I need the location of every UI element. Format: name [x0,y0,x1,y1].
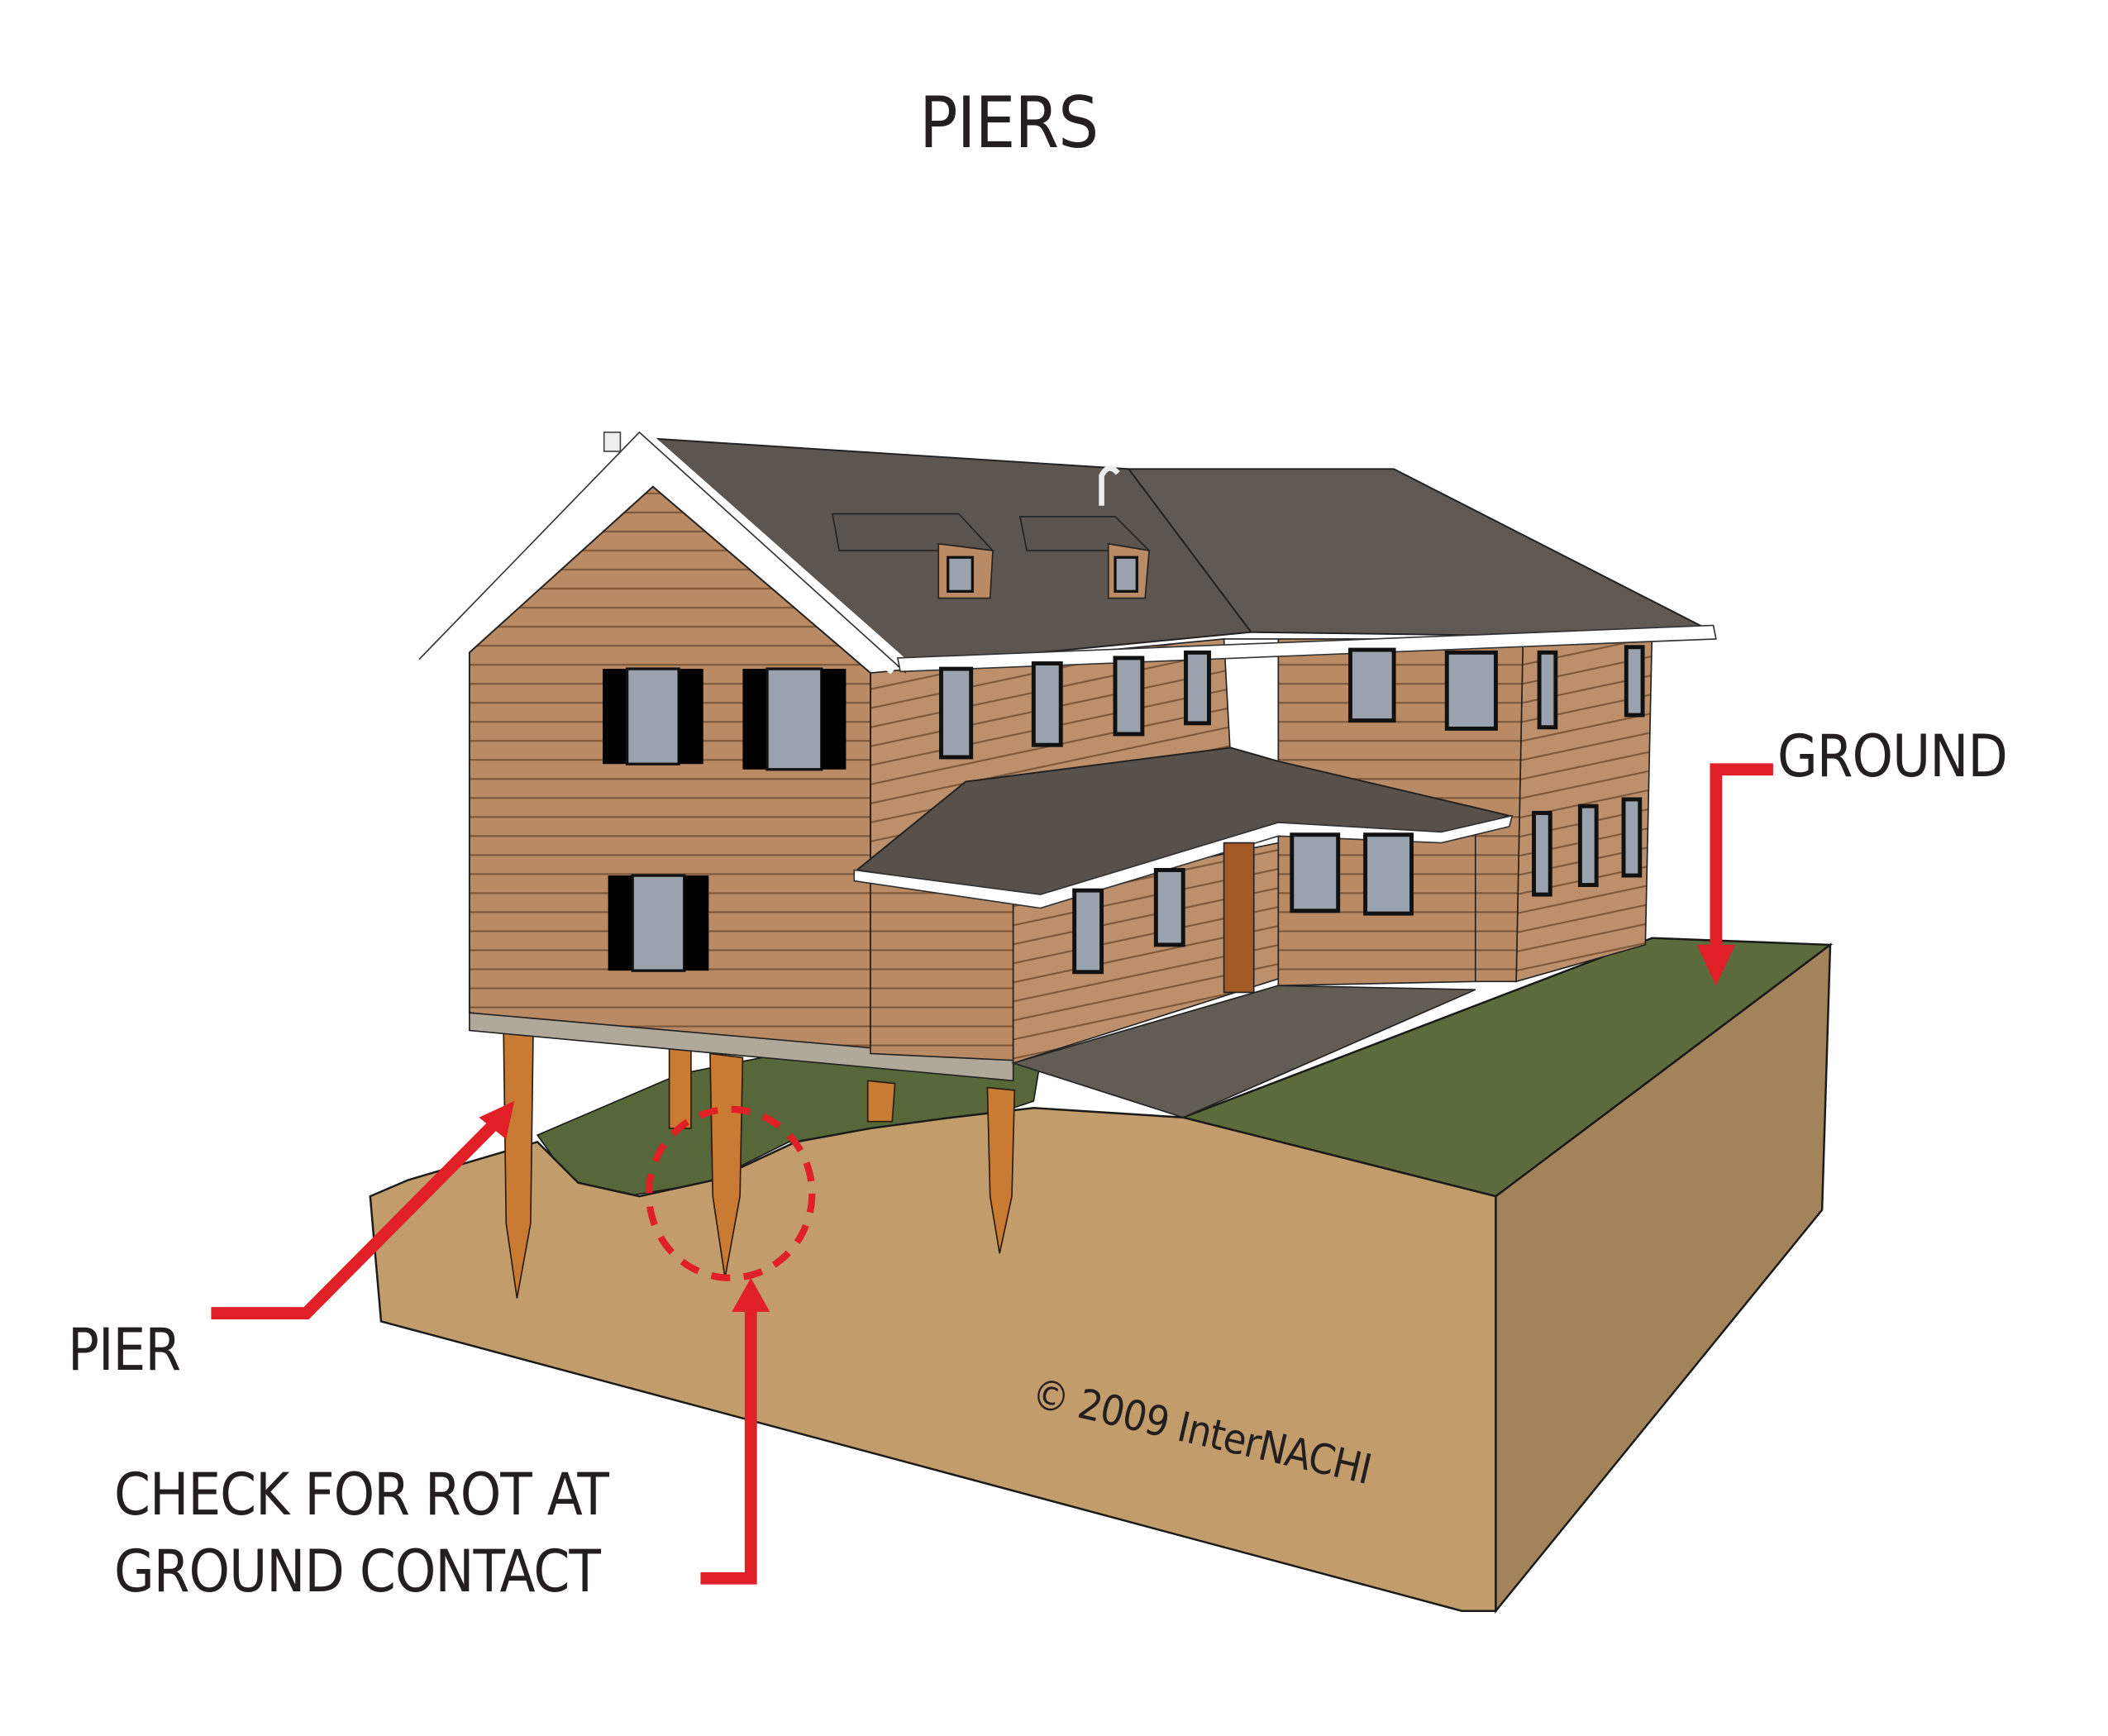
check-arrowhead [732,1277,770,1312]
porch-slab [1010,985,1476,1118]
dormer [831,513,994,599]
soil-front-face [369,1107,1497,1612]
ground-callout-line [1710,763,1773,959]
front-door [1223,842,1255,994]
shuttered-window [608,874,709,972]
pier-arrowhead [479,1101,515,1140]
windows [939,645,1645,975]
pier-callout-line [211,1110,508,1319]
pier-post [668,1046,692,1129]
porch-roof-trim [853,814,1514,909]
ground-label: GROUND [1777,723,2008,790]
rot-dashed-circle [645,1105,816,1281]
diagram-title: PIERS [919,82,1099,165]
vent-pipe [1099,465,1120,506]
check-rot-label-line1: CHECK FOR ROT AT [114,1461,609,1529]
gable-trim-outline [418,431,907,674]
dormer [1018,516,1152,599]
callouts [211,763,1773,1585]
pier-label: PIER [68,1316,181,1384]
ground-arrowhead [1696,944,1735,986]
shuttered-window [603,667,703,765]
check-rot-label: CHECK FOR ROT AT GROUND CONTACT [114,1457,609,1610]
pier-post [986,1086,1016,1254]
check-rot-label-line2: GROUND CONTACT [114,1538,601,1605]
vent-pipe [603,432,622,452]
eave-trim [896,624,1717,673]
soil-side-face [1495,942,1832,1614]
ground-block [369,937,1834,1614]
house [417,422,1717,1118]
foundation-band [469,1012,1014,1082]
shuttered-window [742,667,847,771]
pier-post [866,1080,896,1123]
piers [503,1021,1016,1299]
check-callout-line [700,1311,757,1585]
